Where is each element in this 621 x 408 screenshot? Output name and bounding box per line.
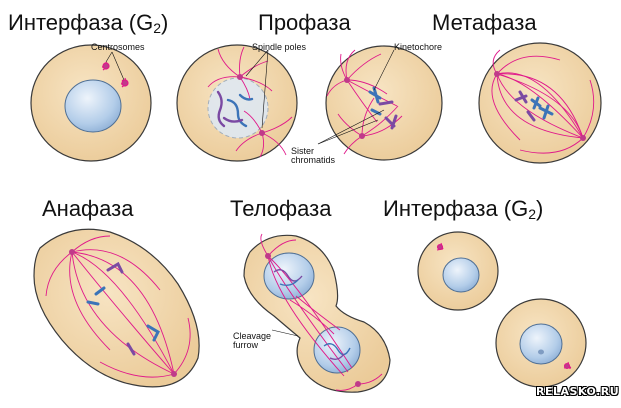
spindle-pole <box>171 371 177 377</box>
spindle-fibers <box>45 235 191 378</box>
nucleus <box>519 323 563 365</box>
label-spindle-poles: Spindle poles <box>252 42 307 52</box>
annotation-leaders <box>105 49 395 145</box>
title-subscript: 2 <box>153 20 162 36</box>
nucleolus <box>538 349 544 355</box>
spindle-pole <box>359 133 365 139</box>
nucleus <box>313 326 361 374</box>
chromosomes <box>368 86 398 130</box>
title-tail: ) <box>536 196 544 221</box>
label-line-1: Sister <box>291 146 315 156</box>
centrosome-icon <box>436 242 444 251</box>
title-anaphase: Анафаза <box>42 196 134 221</box>
label-kinetochore: Kinetochore <box>394 42 443 52</box>
spindle-pole <box>69 249 75 255</box>
cytoplasm <box>243 234 391 393</box>
title-text: Интерфаза (G <box>383 196 529 221</box>
title-interphase-g2-bottom: Интерфаза (G2) <box>383 196 544 222</box>
chromosomes <box>273 269 351 361</box>
chromosomes <box>216 90 254 128</box>
label-line-2: furrow <box>233 340 259 351</box>
cell-prophase <box>176 44 298 162</box>
cell-interphase-g2-daughter-1 <box>417 231 499 311</box>
watermark: RELASKO.RU <box>536 385 620 398</box>
cell-prometaphase <box>325 45 443 161</box>
spindle-pole <box>265 253 271 259</box>
spindle-pole <box>259 130 265 136</box>
cell-anaphase <box>33 228 200 388</box>
title-text: Интерфаза (G <box>8 10 154 35</box>
title-interphase-g2-top: Интерфаза (G2) <box>8 10 169 36</box>
cleavage-furrow-leader <box>271 329 299 337</box>
cell-interphase-g2-top <box>30 44 152 162</box>
spindle-pole <box>355 381 361 387</box>
title-subscript: 2 <box>528 206 537 222</box>
nucleus <box>64 79 122 133</box>
centrosome-icon <box>102 61 110 71</box>
title-prophase: Профаза <box>258 10 351 35</box>
spindle-pole <box>580 135 586 141</box>
cytoplasm <box>33 228 200 388</box>
cell-interphase-g2-daughter-2 <box>495 298 587 388</box>
cell-metaphase <box>478 42 602 164</box>
label-line-2: chromatids <box>291 155 336 166</box>
nucleus <box>442 257 480 293</box>
label-centrosomes: Centrosomes <box>91 42 145 52</box>
chromosomes <box>514 90 554 122</box>
centrosome-icon <box>563 361 572 370</box>
cytoplasm <box>478 42 602 164</box>
spindle-pole <box>344 77 350 83</box>
spindle-pole <box>237 74 243 80</box>
title-metaphase: Метафаза <box>432 10 537 35</box>
chromosomes <box>86 261 160 356</box>
spindle-pole <box>494 71 500 77</box>
centrosome-icon <box>120 77 129 88</box>
label-line-1: Cleavage <box>233 331 272 341</box>
title-telophase: Телофаза <box>230 196 332 221</box>
spindle-fibers <box>491 49 595 154</box>
cell-telophase <box>243 233 391 393</box>
title-tail: ) <box>161 10 169 35</box>
